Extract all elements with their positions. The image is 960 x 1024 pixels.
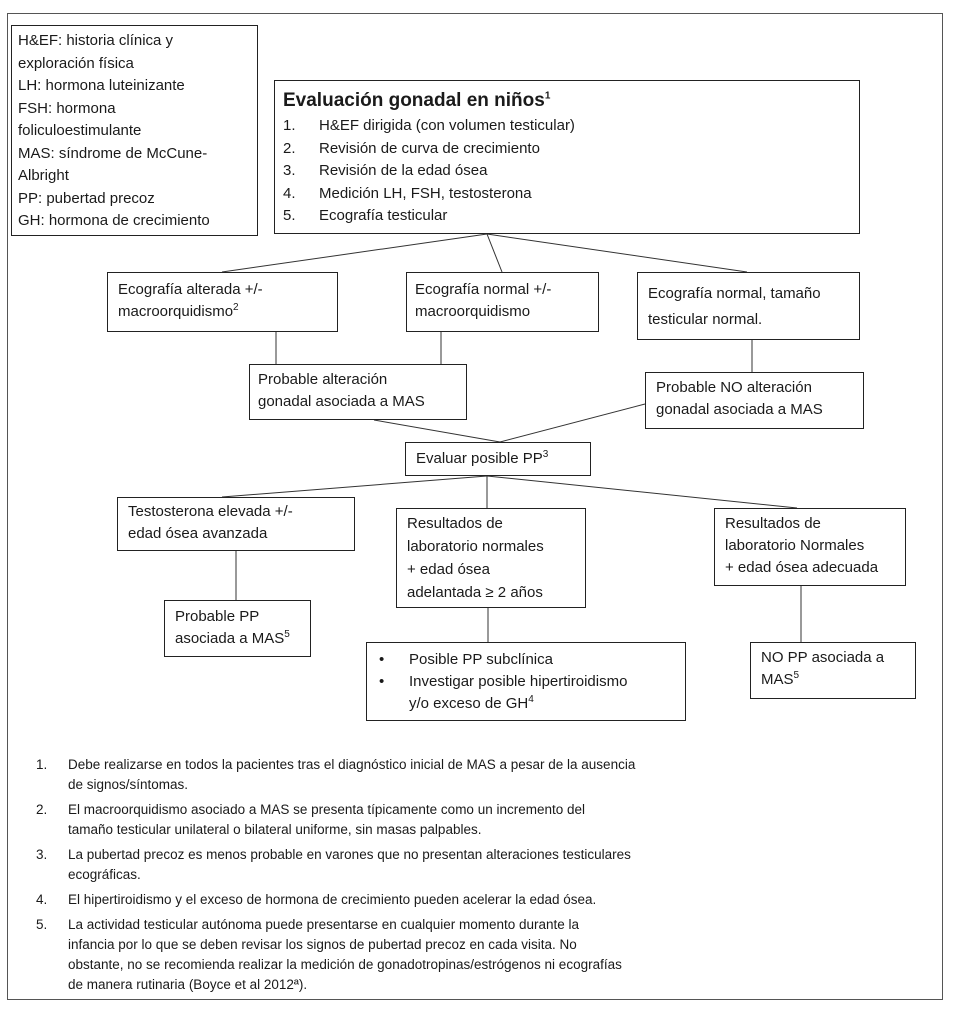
connector	[499, 403, 646, 443]
legend-line: exploración física	[18, 54, 134, 72]
figure-frame	[7, 13, 943, 1000]
node-probable-alteracion: Probable alteración gonadal asociada a M…	[249, 364, 467, 420]
footnote-item: 1. Debe realizarse en todos la pacientes…	[36, 757, 636, 792]
subclinica-list: •Posible PP subclínica •Investigar posib…	[375, 649, 677, 715]
node-pp-subclinica: •Posible PP subclínica •Investigar posib…	[366, 642, 686, 721]
connector	[486, 233, 503, 273]
connector	[221, 475, 488, 498]
node-eco-normal-macro: Ecografía normal +/- macroorquidismo	[406, 272, 599, 332]
step-item: 3.Revisión de la edad ósea	[283, 162, 488, 179]
legend-line: Albright	[18, 167, 69, 184]
connector	[373, 419, 501, 443]
legend-line: MAS: síndrome de McCune-	[18, 144, 208, 162]
footnote-item: 2. El macroorquidismo asociado a MAS se …	[36, 802, 586, 837]
step-item: 5.Ecografía testicular	[283, 207, 448, 224]
step-item: 1.H&EF dirigida (con volumen testicular)	[283, 117, 575, 134]
legend-line: PP: pubertad precoz	[18, 189, 155, 207]
node-no-pp: NO PP asociada a MAS5	[750, 642, 916, 699]
legend-line: LH: hormona luteinizante	[18, 77, 185, 94]
connector	[221, 233, 488, 273]
main-evaluation-box: Evaluación gonadal en niños1 1.H&EF diri…	[274, 80, 860, 234]
title-footnote: 1	[544, 90, 551, 102]
footnote-item: 3. La pubertad precoz es menos probable …	[36, 847, 631, 882]
footnote-item: 5. La actividad testicular autónoma pued…	[36, 917, 622, 992]
node-probable-no-alteracion: Probable NO alteración gonadal asociada …	[645, 372, 864, 429]
main-title: Evaluación gonadal en niños1	[283, 90, 551, 111]
node-probable-pp: Probable PP asociada a MAS5	[164, 600, 311, 657]
connector	[486, 233, 748, 273]
legend-line: FSH: hormona	[18, 99, 116, 117]
step-item: 2.Revisión de curva de crecimiento	[283, 139, 540, 157]
legend-line: H&EF: historia clínica y	[18, 32, 174, 49]
step-item: 4.Medición LH, FSH, testosterona	[283, 184, 532, 202]
node-testosterona: Testosterona elevada +/- edad ósea avanz…	[117, 497, 355, 551]
node-eco-alterada: Ecografía alterada +/- macroorquidismo2	[107, 272, 338, 332]
abbreviation-legend: H&EF: historia clínica y exploración fís…	[11, 25, 258, 236]
legend-line: foliculoestimulante	[18, 122, 142, 139]
footnote-item: 4. El hipertiroidismo y el exceso de hor…	[36, 892, 597, 907]
node-evaluar-pp: Evaluar posible PP3	[405, 442, 591, 476]
node-eco-normal-tamano: Ecografía normal, tamaño testicular norm…	[637, 272, 860, 340]
node-lab-normales-adelantada: Resultados de laboratorio normales + eda…	[396, 508, 586, 608]
connector	[486, 475, 798, 509]
footnotes: 1. Debe realizarse en todos la pacientes…	[36, 755, 716, 1000]
evaluation-steps: 1.H&EF dirigida (con volumen testicular)…	[283, 115, 851, 228]
node-lab-normales-adecuada: Resultados de laboratorio Normales + eda…	[714, 508, 906, 586]
list-item: •Posible PP subclínica	[379, 651, 553, 668]
legend-line: GH: hormona de crecimiento	[18, 212, 210, 229]
